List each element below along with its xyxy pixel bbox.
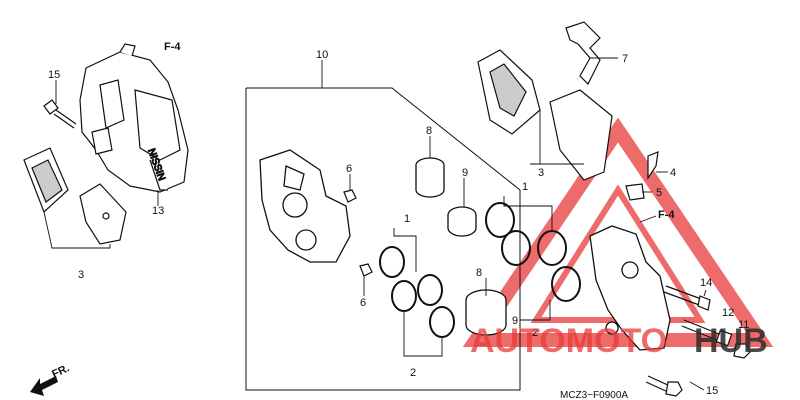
callout-f4-top: F-4 [164, 41, 181, 53]
exploded-group-frame [245, 87, 521, 391]
callout-12: 12 [722, 307, 734, 319]
callout-labels: 15 F-4 13 3 10 8 9 6 1 6 2 8 9 1 3 7 4 5… [48, 41, 749, 400]
seal-rings [379, 202, 581, 338]
diagram-code: MCZ3−F0900A [560, 390, 628, 400]
bleeder-6 [343, 189, 373, 277]
front-arrow: FR. [30, 362, 71, 396]
callout-1-right: 1 [522, 181, 528, 193]
callout-2-bottom: 2 [532, 327, 538, 339]
bolt-15-top [43, 99, 77, 129]
callout-8-bottom: 8 [476, 267, 482, 279]
callout-3-left: 3 [78, 269, 84, 281]
caliper-bracket [589, 225, 671, 351]
callout-15-top: 15 [48, 69, 60, 81]
brake-pads-left [23, 147, 127, 245]
callout-13: 13 [152, 205, 164, 217]
watermark-hub: HUB [694, 322, 768, 360]
callout-6-top: 6 [346, 163, 352, 175]
callout-6-bottom: 6 [360, 297, 366, 309]
callout-9-bottom: 9 [512, 315, 518, 327]
watermark-text: AUTOMOTO HUB [470, 322, 768, 360]
watermark-automoto: AUTOMOTO [470, 322, 667, 360]
callout-14: 14 [700, 277, 712, 289]
seals-9 [447, 206, 477, 237]
bolt-14 [663, 285, 711, 311]
pistons [415, 157, 507, 336]
callout-8-top: 8 [426, 125, 432, 137]
callout-2: 2 [410, 367, 416, 379]
callout-3-right: 3 [538, 167, 544, 179]
callout-9-top: 9 [462, 167, 468, 179]
bolt-12 [681, 319, 733, 347]
callout-4: 4 [670, 167, 676, 179]
callout-10: 10 [316, 49, 328, 61]
brake-pads-right [477, 49, 613, 181]
callout-15-bottom: 15 [706, 385, 718, 397]
leader-lines [43, 57, 707, 391]
bolt-15-bottom [645, 375, 683, 397]
assembled-caliper-illustration: NISSIN [79, 43, 189, 193]
front-arrow-label: FR. [50, 362, 71, 380]
pad-spring-7 [565, 21, 601, 86]
caliper-body [259, 149, 351, 263]
callout-7: 7 [622, 53, 628, 65]
callout-1-left: 1 [404, 213, 410, 225]
callout-11: 11 [738, 319, 749, 331]
pin-4-5 [625, 151, 659, 201]
callout-f4-right: F-4 [658, 209, 675, 221]
nut-11 [733, 343, 751, 359]
callout-5: 5 [656, 187, 662, 199]
